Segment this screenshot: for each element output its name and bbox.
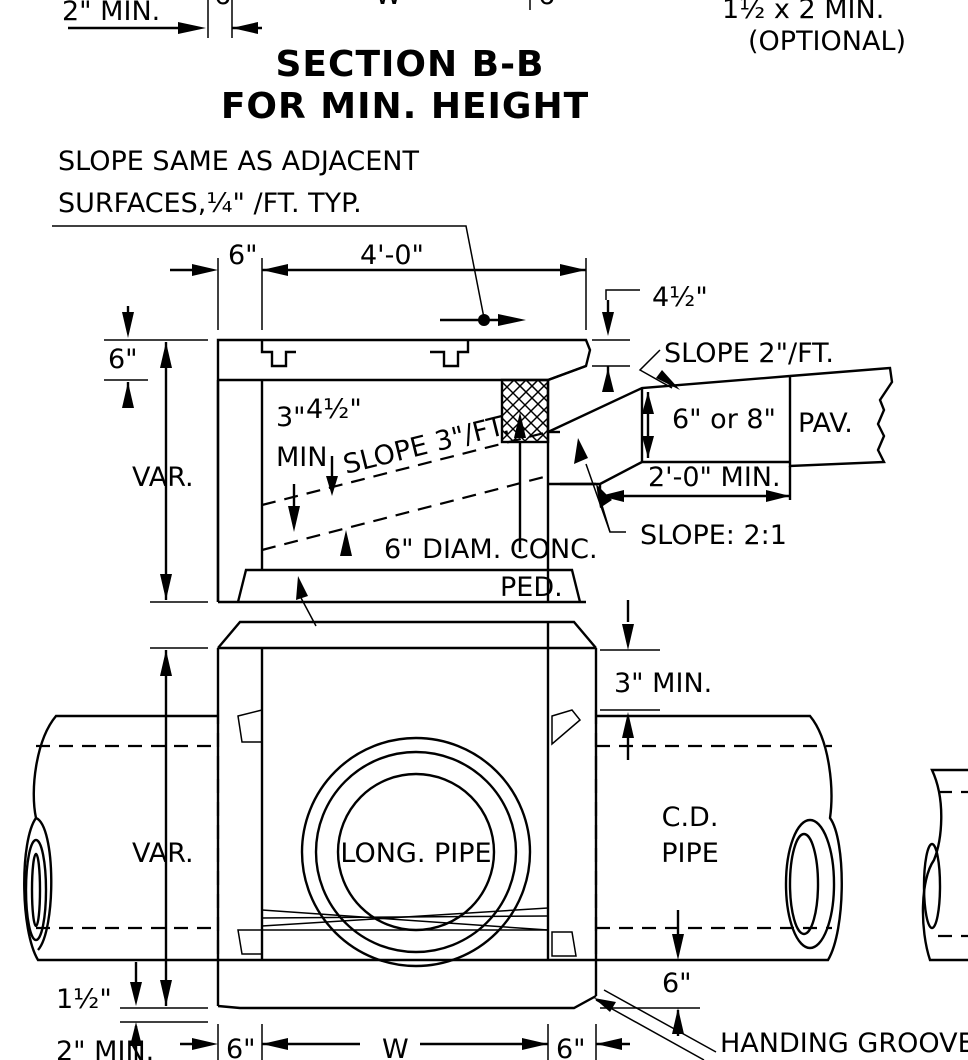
min-2ft-label: 2'-0" MIN. (648, 462, 781, 493)
pav-label: PAV. (798, 408, 853, 439)
bottom-6b-label: 6" (556, 1034, 586, 1060)
top-partial-dimensions: 2" MIN. 6 W 6 1½ x 2 MIN. (OPTIONAL) (62, 0, 906, 57)
var-upper-label: VAR. (132, 462, 194, 493)
bottom-width-dimensions: 2" MIN. 6" W 6" HANDING GROOVE (56, 989, 968, 1060)
diam-6-label: 6" DIAM. CONC. (384, 534, 598, 565)
slope-2-label: SLOPE 2"/FT. (664, 338, 834, 369)
bottom-w-label: W (382, 1034, 409, 1060)
dim-4ft: 4'-0" (360, 240, 424, 271)
upper-left-dimensions: 6" VAR. (104, 306, 208, 603)
cd-label: C.D. (662, 802, 719, 833)
three-min-lower-label: 3" MIN. (614, 668, 712, 699)
bottom-6a-label: 6" (226, 1034, 256, 1060)
optional-label: (OPTIONAL) (748, 26, 906, 57)
slope-21-label: SLOPE: 2:1 (640, 520, 787, 551)
pipe-label: PIPE (661, 838, 719, 869)
slope-note: SLOPE SAME AS ADJACENT SURFACES,¼" /FT. … (52, 146, 490, 326)
ped-label: PED. (500, 572, 563, 603)
top-dim-6b-label: 6 (538, 0, 555, 11)
six-or-eight-label: 6" or 8" (672, 404, 776, 435)
lower-inlet-box: LONG. PIPE (216, 620, 598, 1010)
upper-inlet-box: 3" MIN 4½" SLOPE 3"/FT. 6" DIAM. CONC. P… (216, 338, 598, 627)
top-dim-6-label: 6 (214, 0, 231, 11)
top-min-2in-label: 2" MIN. (62, 0, 160, 27)
var-lower-label: VAR. (132, 838, 194, 869)
dim-left-6: 6" (228, 240, 258, 271)
top-dim-w-label: W (375, 0, 402, 11)
long-pipe-label: LONG. PIPE (340, 838, 491, 869)
base-6-label: 6" (662, 968, 692, 999)
pavement-section: SLOPE 2"/FT. 6" or 8" PAV. 2'-0" MIN. SL… (547, 338, 894, 551)
handing-groove-label: HANDING GROOVE (720, 1028, 968, 1059)
cd-pipes: C.D. PIPE (23, 714, 968, 962)
slope-note-line1: SLOPE SAME AS ADJACENT (58, 146, 419, 177)
four-half-inner-label: 4½" (306, 394, 362, 425)
slope-3-label: SLOPE 3"/FT. (340, 410, 512, 481)
section-subtitle: FOR MIN. HEIGHT (221, 86, 589, 127)
one-half-label: 1½" (56, 984, 112, 1015)
top-width-dimensions: 6" 4'-0" (170, 240, 587, 330)
lower-left-dimensions: VAR. 1½" (56, 647, 208, 1060)
dim-four-half: 4½" (652, 282, 708, 313)
slope-note-line2: SURFACES,¼" /FT. TYP. (58, 188, 362, 219)
optional-size-label: 1½ x 2 MIN. (722, 0, 884, 25)
min-label: MIN (276, 442, 327, 473)
bottom-min-2in-label: 2" MIN. (56, 1036, 154, 1060)
four-half-dimension: 4½" (592, 282, 708, 392)
section-title: SECTION B-B (276, 44, 545, 85)
three-min-label: 3" (276, 402, 306, 433)
lid-6-label: 6" (108, 344, 138, 375)
